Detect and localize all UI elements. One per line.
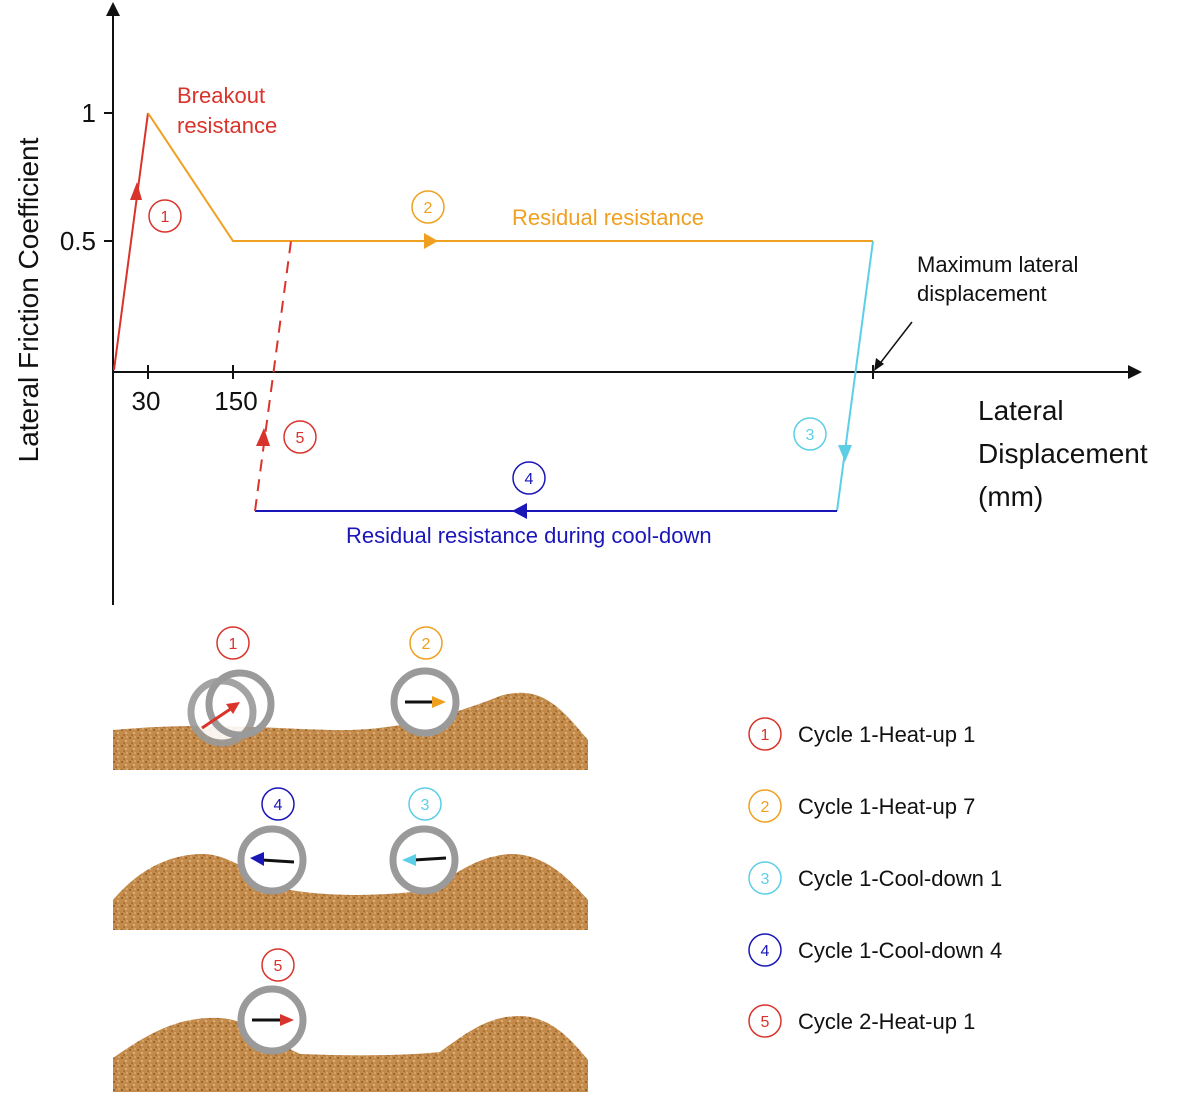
y-axis-title: Lateral Friction Coefficient [13,137,44,462]
legend-item-4-num: 4 [761,943,770,960]
max-displacement-leader-arrowhead [874,358,884,371]
legend-item-5-label: Cycle 2-Heat-up 1 [798,1009,975,1034]
illustration-panel-3: 5 [113,948,588,1092]
breakout-label-line2: resistance [177,113,277,138]
x-axis-title-line2: Displacement [978,438,1148,469]
residual-label: Residual resistance [512,205,704,230]
soil-berm-icon [113,853,588,930]
arrow-marker-3 [838,445,852,462]
legend-item-5: 5 Cycle 2-Heat-up 1 [748,1004,975,1038]
direction-arrow-icon [402,854,447,866]
direction-arrow-icon [201,702,240,730]
chart-marker-4: 4 [525,471,534,488]
legend-item-1-label: Cycle 1-Heat-up 1 [798,722,975,747]
pipe-cross-section-icon [187,669,275,747]
y-axis-arrowhead [106,2,120,16]
illus-marker-2: 2 [422,636,431,653]
legend-item-4: 4 Cycle 1-Cool-down 4 [748,933,1002,967]
curve-reload-dashed [254,240,292,512]
legend-item-2-num: 2 [761,799,770,816]
illus-marker-5: 5 [274,958,283,975]
curve-cooldown-drop [836,240,874,512]
axes: 1 0.5 30 150 Lateral Friction Coefficien… [13,2,1148,605]
max-displacement-label-line2: displacement [917,281,1047,306]
curves [113,112,874,519]
x-tick-label-150: 150 [214,386,257,416]
arrow-marker-2 [424,233,438,249]
max-displacement-label-line1: Maximum lateral [917,252,1078,277]
soil-berm-icon [113,692,588,770]
chart-marker-3: 3 [806,427,815,444]
chart-step-markers: 1 2 3 4 5 [148,190,827,495]
legend-item-2-label: Cycle 1-Heat-up 7 [798,794,975,819]
annotations: Breakout resistance Residual resistance … [177,83,1078,548]
direction-arrow-icon [250,852,295,866]
soil-berm-icon [113,1016,588,1092]
legend-item-1: 1 Cycle 1-Heat-up 1 [748,717,975,751]
legend-item-3-num: 3 [761,871,770,888]
chart-marker-5: 5 [296,430,305,447]
curve-heatup-residual [147,112,873,242]
max-displacement-leader [877,321,913,367]
legend-item-3-label: Cycle 1-Cool-down 1 [798,866,1002,891]
y-tick-label-1: 1 [82,98,96,128]
legend-item-4-label: Cycle 1-Cool-down 4 [798,938,1002,963]
x-tick-label-30: 30 [132,386,161,416]
legend-item-1-num: 1 [761,727,770,744]
arrow-marker-4 [512,503,527,519]
x-axis-arrowhead [1128,365,1142,379]
illustration-panel-1: 1 2 [113,626,588,770]
x-axis-title-line1: Lateral [978,395,1064,426]
legend-item-2: 2 Cycle 1-Heat-up 7 [748,789,975,823]
illustration-panel-2: 4 3 [113,787,588,930]
legend-item-5-num: 5 [761,1014,770,1031]
x-axis-title-line3: (mm) [978,481,1043,512]
direction-arrow-icon [405,696,446,708]
illus-marker-3: 3 [421,797,430,814]
y-tick-label-05: 0.5 [60,226,96,256]
curve-breakout-rise [113,112,149,371]
legend: 1 Cycle 1-Heat-up 1 2 Cycle 1-Heat-up 7 … [748,717,1002,1038]
illus-marker-4: 4 [274,797,283,814]
direction-arrow-icon [252,1014,294,1026]
arrow-marker-5 [256,428,270,446]
cooldown-label: Residual resistance during cool-down [346,523,712,548]
breakout-label-line1: Breakout [177,83,265,108]
illus-marker-1: 1 [229,636,238,653]
arrow-marker-1 [130,182,142,200]
chart-marker-2: 2 [424,200,433,217]
legend-item-3: 3 Cycle 1-Cool-down 1 [748,861,1002,895]
chart-marker-1: 1 [161,209,170,226]
